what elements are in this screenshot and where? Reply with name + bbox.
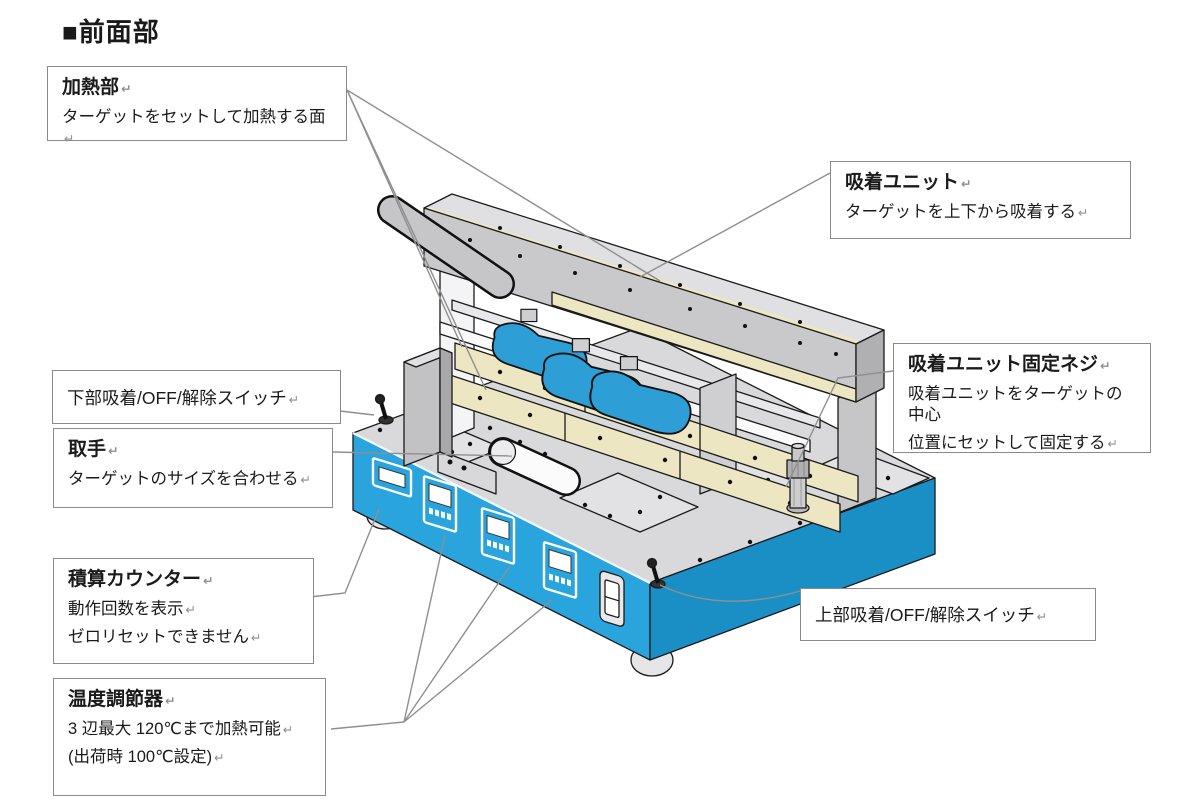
leader-lines (309, 89, 894, 730)
return-mark: ↵ (64, 131, 75, 146)
left-post (403, 347, 453, 467)
return-mark: ↵ (961, 177, 972, 191)
page-title: ■前面部 (62, 17, 160, 47)
return-mark: ↵ (203, 574, 214, 588)
leader-upper-switch (659, 584, 801, 602)
return-mark: ↵ (282, 722, 294, 737)
return-mark: ↵ (165, 694, 176, 708)
callout-heating-title: 加熱部 (62, 77, 120, 98)
callout-temperature-title: 温度調節器 (68, 689, 164, 710)
callout-heating: 加熱部↵ ターゲットをセットして加熱する面↵ (47, 66, 347, 146)
callout-handle-title: 取手 (68, 439, 107, 460)
temp-controller-2 (480, 507, 516, 565)
return-mark: ↵ (121, 82, 132, 96)
suction-pads (491, 308, 692, 435)
leader-handle (331, 451, 513, 457)
callout-suction-unit: 吸着ユニット↵ ターゲットを上下から吸着する↵ (830, 161, 1131, 239)
callout-counter-line2: ゼロリセットできません (68, 627, 250, 646)
return-mark: ↵ (108, 444, 119, 458)
callout-suction-unit-title: 吸着ユニット (845, 172, 960, 193)
rocker-switch (599, 570, 625, 627)
callout-temperature-line1: 3 辺最大 120℃まで加熱可能 (68, 719, 281, 738)
leader-temperature-stem (330, 721, 405, 730)
leader-suction-unit (639, 172, 831, 278)
leader-temperature-3 (403, 599, 553, 723)
return-mark: ↵ (1107, 436, 1118, 451)
callout-heating-line: ターゲットをセットして加熱する面 (62, 107, 326, 126)
handle-assembly (437, 437, 581, 496)
return-mark: ↵ (288, 392, 300, 407)
callout-lower-switch: 下部吸着/OFF/解除スイッチ↵ (52, 370, 341, 424)
temp-controller-3 (542, 541, 578, 599)
leader-heating-2 (346, 89, 487, 391)
callout-fixing-screw-title: 吸着ユニット固定ネジ (908, 354, 1099, 375)
leader-temperature-1 (403, 534, 446, 723)
counter-display (371, 457, 413, 498)
lower-toggle-switch (374, 393, 394, 425)
callout-fixing-screw-line2: 位置にセットして固定する (908, 433, 1106, 452)
lever-arm (377, 195, 515, 299)
callout-counter-title: 積算カウンター (68, 569, 202, 590)
leader-counter (309, 508, 380, 598)
return-mark: ↵ (185, 602, 196, 617)
temp-controller-1 (422, 475, 458, 533)
leader-temperature-2 (403, 565, 511, 723)
callout-upper-switch: 上部吸着/OFF/解除スイッチ↵ (800, 588, 1096, 641)
fixing-screw (786, 442, 810, 514)
callout-counter-line1: 動作回数を表示 (68, 599, 184, 618)
leader-lower-switch (339, 410, 375, 416)
callout-suction-unit-line: ターゲットを上下から吸着する (845, 202, 1076, 221)
return-mark: ↵ (300, 472, 311, 487)
callout-fixing-screw-line1: 吸着ユニットをターゲットの中心 (908, 384, 1123, 424)
callout-temperature-line2: (出荷時 100℃設定) (68, 747, 213, 766)
callout-handle: 取手↵ ターゲットのサイズを合わせる↵ (53, 428, 333, 508)
leader-heating-3 (346, 89, 661, 282)
callout-counter: 積算カウンター↵ 動作回数を表示↵ ゼロリセットできません↵ (53, 558, 314, 664)
return-mark: ↵ (1036, 610, 1048, 624)
leader-fixing-screw (785, 370, 894, 488)
callout-handle-line: ターゲットのサイズを合わせる (68, 469, 299, 488)
return-mark: ↵ (1100, 359, 1111, 373)
return-mark: ↵ (214, 750, 225, 765)
callout-temperature: 温度調節器↵ 3 辺最大 120℃まで加熱可能↵ (出荷時 100℃設定)↵ (53, 678, 326, 796)
callout-fixing-screw: 吸着ユニット固定ネジ↵ 吸着ユニットをターゲットの中心 位置にセットして固定する… (893, 343, 1151, 453)
callout-lower-switch-label: 下部吸着/OFF/解除スイッチ (67, 387, 287, 408)
return-mark: ↵ (1078, 205, 1089, 220)
return-mark: ↵ (251, 630, 262, 645)
callout-upper-switch-label: 上部吸着/OFF/解除スイッチ (815, 605, 1035, 625)
